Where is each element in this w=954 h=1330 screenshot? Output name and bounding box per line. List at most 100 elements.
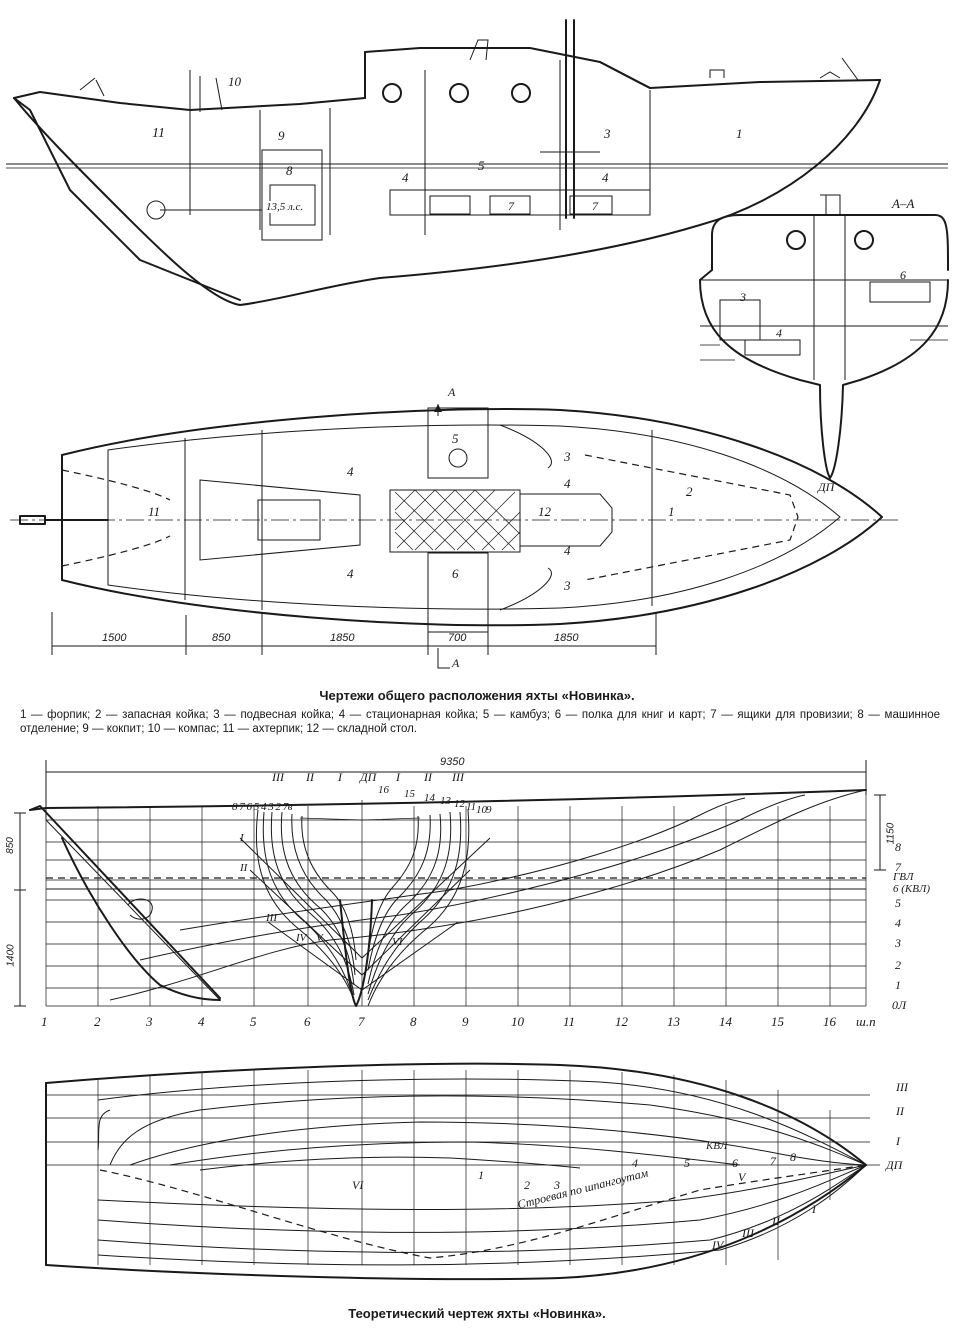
profile-label-7a: 7 (508, 199, 514, 213)
plan-label-6: 6 (452, 566, 459, 581)
buttock-fwd-3: III (452, 770, 464, 784)
section-mark-top: А (448, 385, 456, 399)
dimension-1500: 1500 (102, 632, 127, 644)
profile-label-5: 5 (478, 158, 485, 173)
station-4: 4 (198, 1014, 205, 1029)
section-label-3: 3 (740, 290, 746, 304)
section-label-4: 4 (776, 326, 782, 340)
plan-dimensions (51, 612, 657, 655)
height-lower: 1400 (5, 944, 17, 967)
plan-label-4a: 4 (347, 464, 354, 479)
buttock-aft-1: I (338, 770, 342, 784)
buttock-aft-3: III (272, 770, 284, 784)
waterline-0: 0Л (892, 998, 907, 1012)
profile-label-3: 3 (604, 126, 611, 141)
diag-label-6: VI (392, 936, 403, 948)
plan-label-1: 1 (668, 504, 675, 519)
profile-label-1: 1 (736, 126, 743, 141)
section-title: А–А (892, 196, 915, 211)
profile-view (6, 19, 948, 306)
waterline-5: 5 (895, 896, 901, 910)
bodyplan-aft-stations: 8 7 6 5 4 3 2 7в (232, 801, 293, 813)
hb-diag-6: VI (352, 1178, 364, 1192)
hb-wl-1: 1 (478, 1168, 484, 1182)
lines-caption: Теоретический чертеж яхты «Новинка». (348, 1306, 606, 1321)
plan-label-4d: 4 (564, 543, 571, 558)
buttock-fwd-2: II (424, 770, 432, 784)
profile-label-11: 11 (152, 126, 165, 141)
hb-kvl: КВЛ (706, 1140, 728, 1152)
plan-label-11: 11 (148, 504, 161, 519)
waterline-7: 7 (895, 860, 901, 874)
station-11: 11 (563, 1014, 576, 1029)
centerline-label: ДП (818, 480, 835, 494)
hb-centerline: ДП (886, 1158, 903, 1172)
arrangement-caption: Чертежи общего расположения яхты «Новинк… (319, 688, 635, 703)
dimension-1850b: 1850 (554, 632, 579, 644)
hb-wl-3: 3 (554, 1178, 560, 1192)
station-12: 12 (615, 1014, 628, 1029)
diag-label-2: II (240, 862, 248, 874)
bodyplan-fwd-9: 9 (486, 804, 492, 816)
plan-label-2: 2 (686, 484, 693, 499)
waterline-6-kvl: 6 (КВЛ) (893, 883, 931, 895)
hb-wl-4: 4 (632, 1156, 638, 1170)
section-mark-bottom: А (452, 656, 460, 670)
waterline-gvl: ГВЛ (893, 871, 914, 883)
buttock-centerline: ДП (360, 770, 377, 784)
diag-label-4: IV (296, 932, 307, 944)
bodyplan-fwd-12: 12 (454, 798, 465, 810)
waterline-2: 2 (895, 958, 901, 972)
diag-label-3: III (266, 912, 277, 924)
hb-diag-4: IV (712, 1238, 724, 1252)
buttock-aft-2: II (306, 770, 314, 784)
profile-label-7b: 7 (592, 199, 598, 213)
hb-wl-2: 2 (524, 1178, 530, 1192)
station-midship: ш.п (856, 1014, 876, 1029)
lines-bodyplan (239, 809, 491, 1007)
station-7: 7 (358, 1014, 365, 1029)
station-14: 14 (719, 1014, 732, 1029)
diag-label-1: I (240, 832, 244, 844)
section-arrows (430, 404, 450, 669)
bodyplan-fwd-14: 14 (424, 792, 435, 804)
station-15: 15 (771, 1014, 784, 1029)
station-3: 3 (146, 1014, 153, 1029)
plan-label-12: 12 (538, 504, 551, 519)
bodyplan-fwd-16: 16 (378, 784, 389, 796)
dimension-700: 700 (448, 632, 467, 644)
profile-label-8: 8 (286, 163, 293, 178)
station-6: 6 (304, 1014, 311, 1029)
station-1: 1 (41, 1014, 48, 1029)
hb-wl-5: 5 (684, 1156, 690, 1170)
lines-halfbreadth (45, 1062, 880, 1281)
lines-grid (45, 795, 867, 1007)
hb-wl-7: 7 (770, 1154, 776, 1168)
profile-label-4b: 4 (602, 170, 609, 185)
overall-length: 9350 (440, 756, 465, 768)
plan-label-3a: 3 (564, 449, 571, 464)
lines-top-dimension (45, 760, 867, 820)
profile-label-10: 10 (228, 74, 241, 89)
station-13: 13 (667, 1014, 680, 1029)
waterline-3: 3 (895, 936, 901, 950)
hb-wl-6: 6 (732, 1156, 738, 1170)
hb-diag-3: III (742, 1226, 754, 1240)
hb-wl-8: 8 (790, 1150, 796, 1164)
profile-label-4a: 4 (402, 170, 409, 185)
lines-side-dimensions (14, 794, 886, 1007)
station-16: 16 (823, 1014, 836, 1029)
profile-label-9: 9 (278, 128, 285, 143)
hb-diag-1: I (812, 1202, 816, 1216)
plan-label-5: 5 (452, 431, 459, 446)
station-2: 2 (94, 1014, 101, 1029)
hb-buttock-2: II (896, 1104, 904, 1118)
bodyplan-fwd-10: 10 (476, 804, 487, 816)
lines-profile (29, 789, 867, 1007)
hb-diag-5: V (738, 1170, 746, 1184)
waterline-8: 8 (895, 840, 901, 854)
plan-label-3b: 3 (564, 578, 571, 593)
bodyplan-fwd-11: 11 (466, 801, 477, 813)
arrangement-legend: 1 — форпик; 2 — запасная койка; 3 — подв… (20, 709, 940, 735)
